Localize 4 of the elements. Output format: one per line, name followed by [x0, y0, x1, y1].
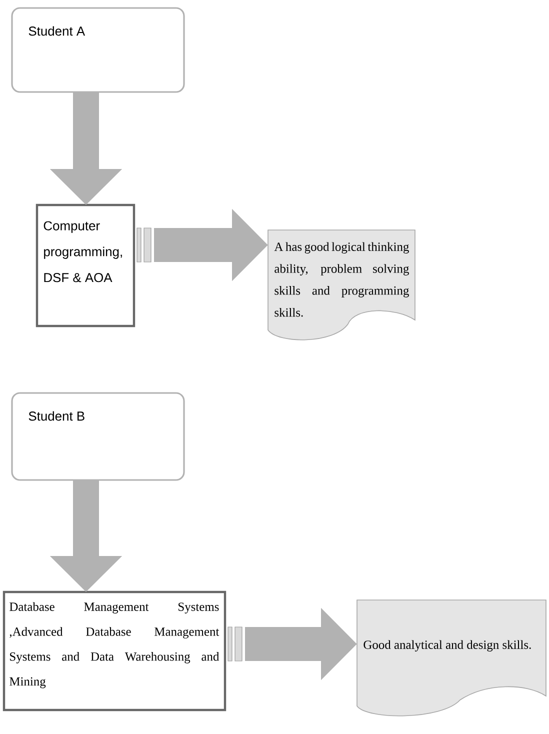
rounded-box: Student B — [11, 392, 185, 481]
rounded-box: Student A — [11, 7, 185, 93]
process-box: Computer programming, DSF & AOA — [36, 204, 136, 328]
process-box: Database Management Systems ,Advanced Database Management Systems and Data Warehousing and Mining — [2, 590, 226, 712]
